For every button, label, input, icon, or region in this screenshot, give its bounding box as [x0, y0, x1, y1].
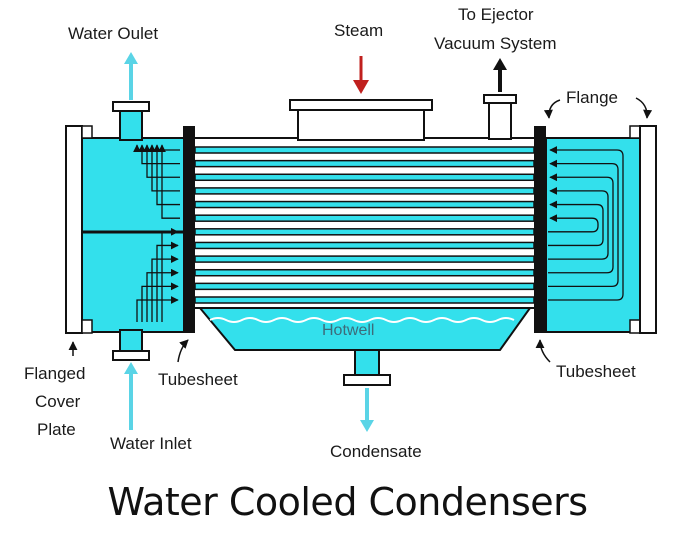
return-flow-arrow [548, 187, 609, 260]
tube [194, 146, 535, 154]
flange-label: Flange [566, 88, 618, 107]
water-outlet-flange [112, 101, 150, 112]
ejector-flange [483, 94, 517, 104]
tube [194, 214, 535, 222]
ejector-arrowhead [493, 58, 507, 70]
return-flow-arrow [548, 159, 619, 288]
inlet-flow-arrow [141, 282, 179, 322]
return-flow-arrow [548, 173, 614, 274]
flanged-cover-plate [65, 125, 83, 334]
left-flange-top [81, 125, 93, 139]
left-flange-bottom [81, 319, 93, 334]
outlet-flow-arrow [148, 144, 180, 192]
right-flange-top [629, 125, 641, 139]
water-outlet-label: Water Oulet [68, 24, 159, 43]
tubesheet-left-label: Tubesheet [158, 370, 238, 389]
diagram-title: Water Cooled Condensers [107, 480, 588, 524]
inlet-flow-arrow [156, 241, 179, 322]
right-cover-plate [639, 125, 657, 334]
water-inlet-nozzle [119, 329, 143, 353]
tubesheet-left-pointer [177, 339, 189, 363]
condensate-flange [343, 374, 391, 386]
left-tubesheet [183, 126, 195, 333]
right-water-box [545, 137, 641, 333]
tube [194, 159, 535, 168]
outlet-flow-arrow [138, 144, 180, 165]
water-inlet-label: Water Inlet [110, 434, 192, 453]
tubesheet-right-pointer [535, 339, 551, 363]
tube [194, 187, 535, 195]
hotwell-label: Hotwell [322, 322, 374, 339]
ejector-label-line1: To Ejector [458, 5, 534, 24]
tube [194, 268, 535, 277]
flanged-cover-label-line3: Plate [37, 420, 76, 439]
tube [194, 241, 535, 250]
flow-arrows [133, 144, 624, 322]
tube [194, 228, 535, 236]
water-outlet-arrowhead [124, 52, 138, 64]
tube [194, 255, 535, 263]
inlet-flow-arrow [161, 227, 179, 322]
flange-pointer-right [635, 97, 653, 119]
flange-pointer-left [543, 99, 561, 119]
condensate-nozzle [354, 349, 380, 377]
flanged-cover-label-line2: Cover [35, 392, 81, 411]
steam-dome-flange [289, 99, 433, 111]
outlet-flow-arrow [158, 144, 180, 219]
return-flow-arrow [548, 146, 624, 301]
condensate-arrowhead [360, 420, 374, 432]
inlet-flow-arrow [136, 296, 179, 322]
inlet-flow-arrow [146, 268, 179, 322]
condenser-schematic: Hotwell [65, 52, 657, 432]
tubesheet-right-label: Tubesheet [556, 362, 636, 381]
hotwell-water-surface [209, 317, 515, 323]
tube [194, 296, 535, 304]
inlet-flow-arrow [151, 255, 179, 322]
steam-label: Steam [334, 21, 384, 40]
left-water-box [81, 137, 185, 333]
right-flange-bottom [629, 319, 641, 334]
tube [194, 173, 535, 182]
ejector-nozzle [488, 102, 512, 140]
steam-dome [297, 109, 425, 141]
steam-arrowhead [353, 80, 369, 94]
water-inlet-flange [112, 350, 150, 361]
condensate-label: Condensate [330, 442, 422, 461]
right-tubesheet [534, 126, 546, 333]
water-inlet-arrowhead [124, 362, 138, 374]
ejector-label-line2: Vacuum System [434, 34, 557, 53]
outlet-flow-arrow [143, 144, 180, 178]
tube [194, 282, 535, 291]
tube [194, 200, 535, 209]
return-flow-arrow [548, 200, 604, 247]
return-flow-arrow [548, 214, 599, 233]
water-outlet-nozzle [119, 109, 143, 141]
outlet-flow-arrow [153, 144, 180, 206]
flanged-cover-label-line1: Flanged [24, 364, 86, 383]
